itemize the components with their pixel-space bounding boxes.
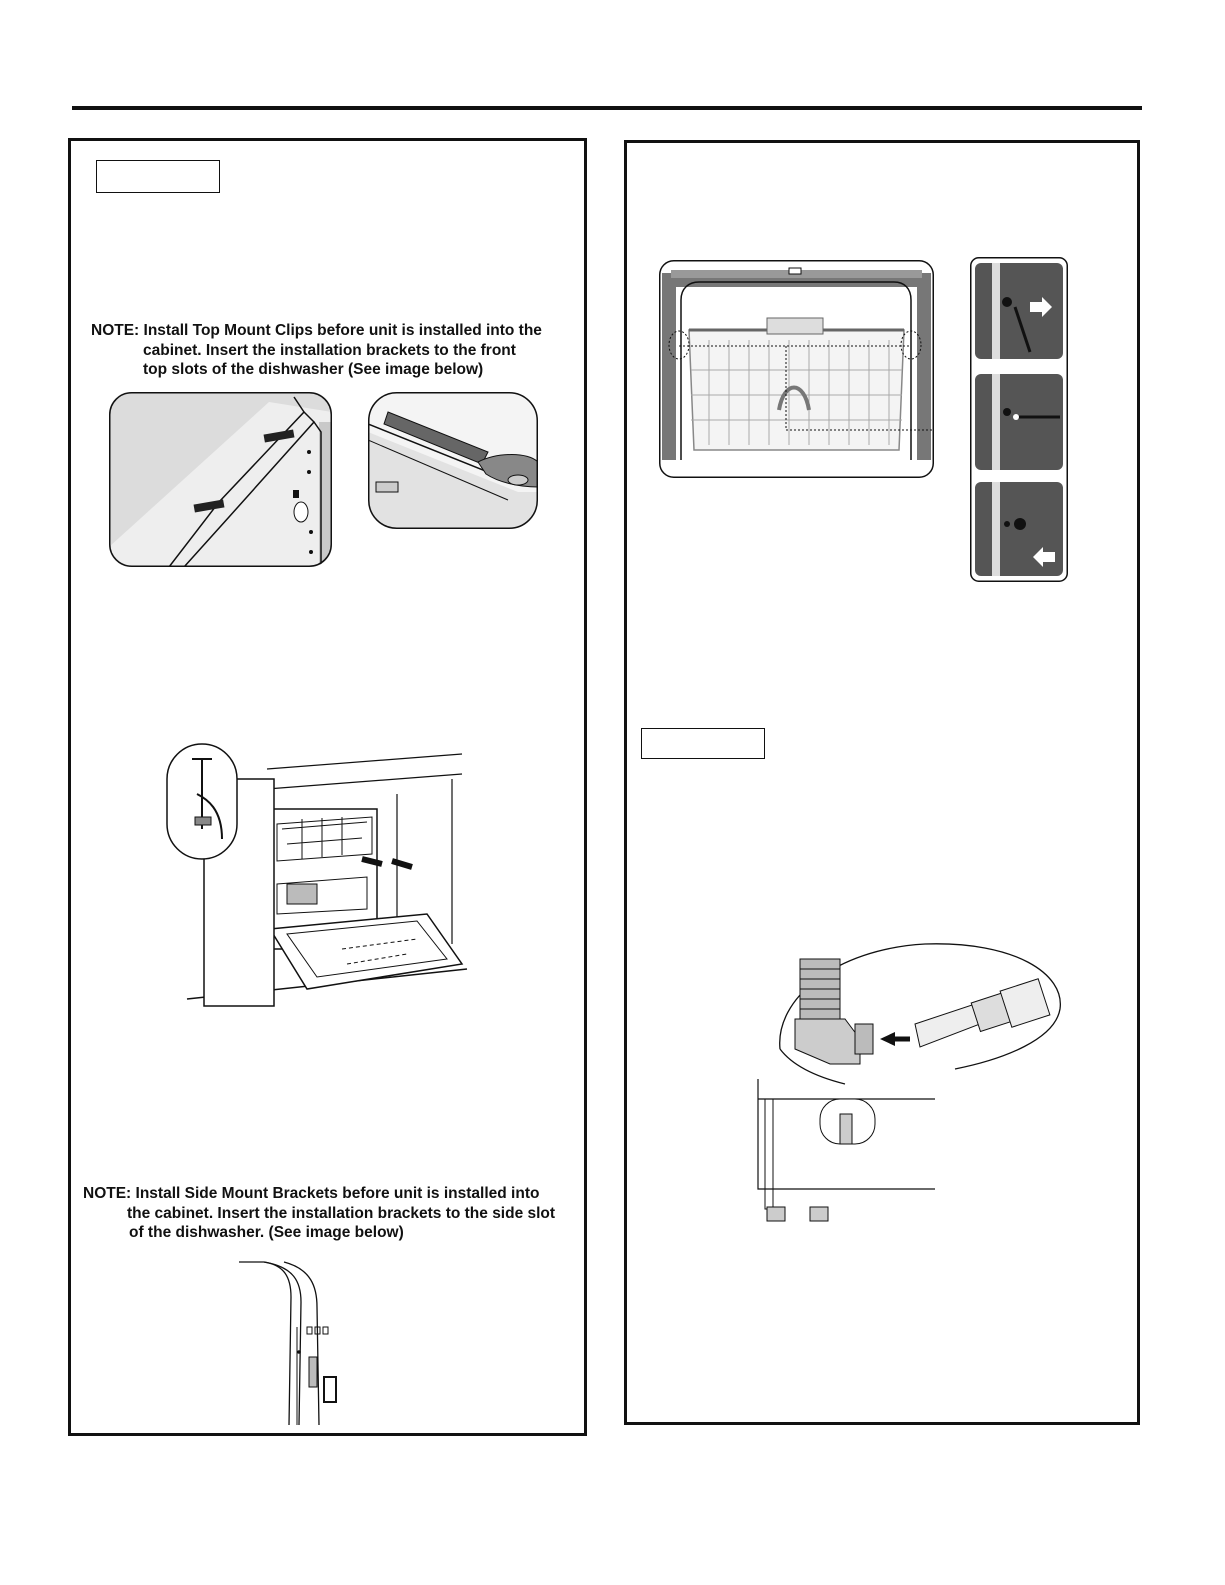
note-line: NOTE: Install Top Mount Clips before uni…: [91, 322, 542, 339]
step-label-box: [641, 728, 765, 759]
note-line: top slots of the dishwasher (See image b…: [143, 361, 484, 378]
hole-plug-steps-icon: [970, 257, 1068, 582]
dishwasher-front-view-icon: [659, 260, 934, 478]
header-rule: [72, 106, 1142, 110]
note-line: the cabinet. Insert the installation bra…: [127, 1204, 556, 1222]
water-elbow-connection-icon: [755, 929, 1065, 1229]
side-mount-note: NOTE: Install Side Mount Brackets before…: [83, 1184, 555, 1243]
note-line: NOTE: Install Side Mount Brackets before…: [83, 1185, 540, 1202]
left-panel: NOTE: Install Top Mount Clips before uni…: [68, 138, 587, 1436]
top-mount-note: NOTE: Install Top Mount Clips before uni…: [91, 321, 542, 380]
step-label-box: [96, 160, 220, 193]
right-panel: [624, 140, 1140, 1425]
note-line: cabinet. Insert the installation bracket…: [143, 341, 516, 359]
dishwasher-installed-in-cabinet-icon: [167, 749, 467, 1009]
bracket-pliers-closeup-icon: [368, 392, 538, 529]
note-line: of the dishwasher. (See image below): [129, 1224, 404, 1241]
top-mount-clip-closeup-icon: [109, 392, 332, 567]
side-mount-bracket-icon: [239, 1257, 339, 1425]
